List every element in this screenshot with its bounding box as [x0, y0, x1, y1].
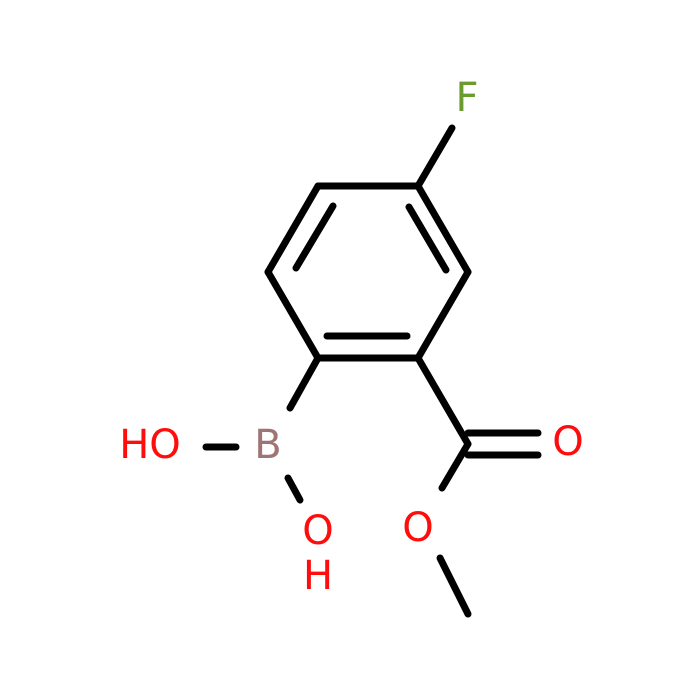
bond-ring-boron — [286, 354, 322, 412]
ring-inner-double-top-left — [292, 202, 337, 272]
hydroxyl-2-oxygen-label: O — [302, 508, 333, 554]
bond-ester-oxygen-methyl — [436, 554, 472, 618]
ring-bond-top-right — [414, 182, 472, 276]
ring-bond-top-left — [264, 182, 322, 276]
bond-ring-fluorine — [414, 124, 456, 190]
bond-ring-ester-carbon — [414, 354, 472, 448]
ring-bond-bottom-left — [264, 268, 322, 362]
carbonyl-oxygen-label: O — [552, 419, 583, 465]
boron-label: B — [254, 422, 281, 468]
fluorine-label: F — [455, 75, 478, 121]
bond-ester-carbon-oxygen — [438, 440, 472, 492]
ester-oxygen-label: O — [402, 505, 433, 551]
ring-bond-bottom-right — [414, 268, 472, 362]
bond-boron-hydroxyl-2 — [284, 474, 304, 504]
ring-inner-double-right — [405, 203, 450, 274]
hydroxyl-2-hydrogen-label: H — [303, 553, 333, 599]
hydroxyl-1-label: HO — [119, 422, 181, 468]
